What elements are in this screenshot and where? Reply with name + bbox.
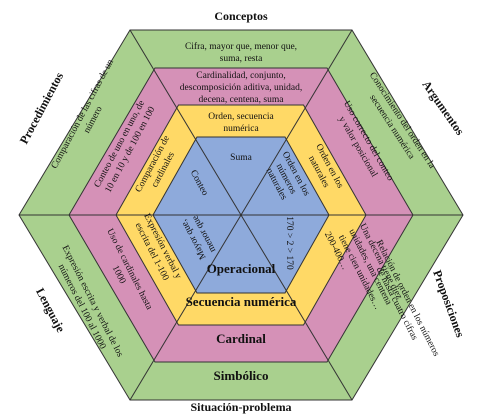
yellow-top-line1: Orden, secuencia — [208, 112, 274, 122]
label-conceptos: Conceptos — [214, 9, 268, 23]
title-simbolico: Simbólico — [214, 368, 269, 383]
spoke-lines — [19, 29, 463, 401]
spoke-line-1 — [129, 29, 242, 216]
label-situacion-problema: Situación-problema — [190, 400, 291, 414]
spoke-line-4 — [240, 214, 353, 401]
title-secuencia-numerica: Secuencia numérica — [186, 294, 297, 309]
label-argumentos: Argumentos — [419, 78, 467, 138]
label-procedimientos: Procedimientos — [17, 70, 67, 147]
title-operacional: Operacional — [207, 261, 276, 276]
title-cardinal: Cardinal — [216, 331, 266, 346]
center-top: Suma — [230, 153, 252, 163]
spoke-line-5 — [129, 214, 242, 401]
pink-top-line1: Cardinalidad, conjunto, — [196, 71, 285, 81]
green-top-line2: suma, resta — [220, 54, 264, 64]
green-top-line1: Cifra, mayor que, menor que, — [185, 41, 297, 52]
label-proposiciones: Proposiciones — [430, 268, 467, 339]
pink-top-line3: decena, centena, suma — [199, 95, 285, 105]
label-lenguaje: Lenguaje — [33, 286, 68, 336]
spoke-line-2 — [240, 29, 353, 216]
pink-top-line2: descomposición aditiva, unidad, — [180, 83, 302, 93]
center-lower-right: 170 > 2 > 170 — [284, 216, 294, 270]
yellow-top-line2: numérica — [223, 124, 259, 134]
